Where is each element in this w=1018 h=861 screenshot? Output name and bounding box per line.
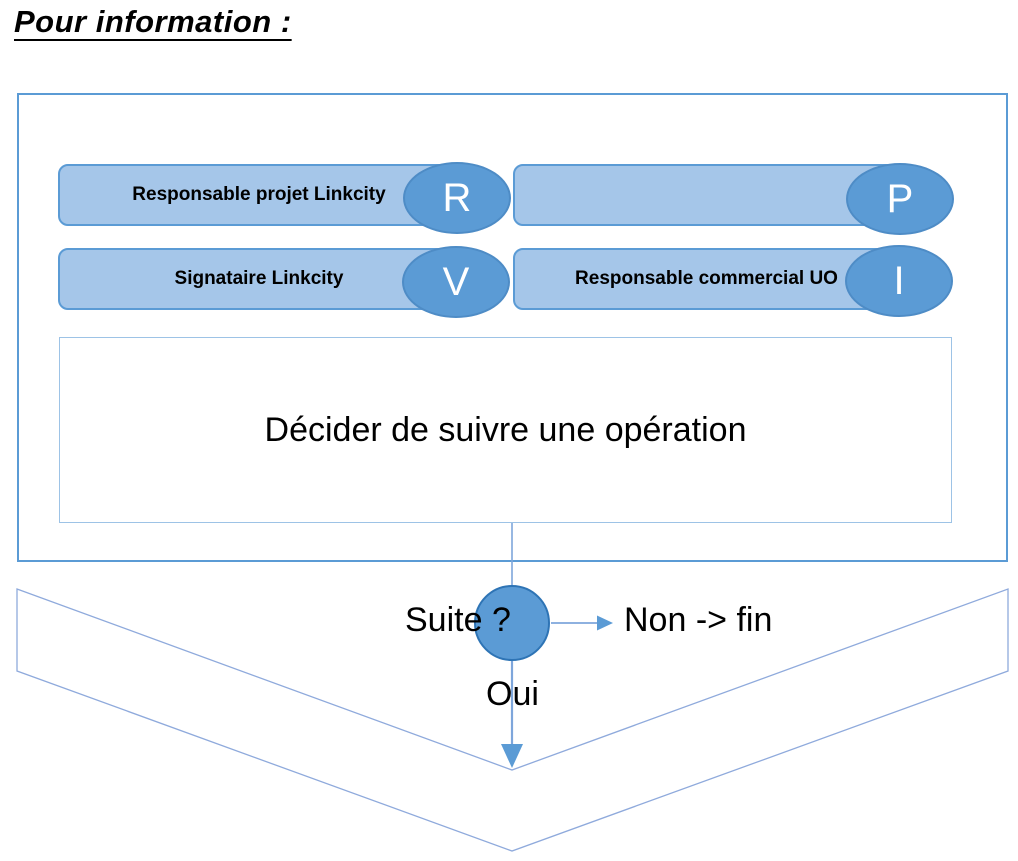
role-bar-responsable-commercial: Responsable commercial UO — [513, 248, 900, 310]
raci-badge-letter: V — [442, 260, 470, 304]
raci-badge-p: P — [846, 163, 954, 235]
role-bar-label: Responsable projet Linkcity — [132, 184, 386, 205]
arrow-down-icon — [501, 744, 523, 768]
page-title: Pour information : — [14, 4, 292, 39]
raci-badge-letter: R — [442, 176, 472, 220]
raci-badge-i: I — [845, 245, 953, 317]
task-box: Décider de suivre une opération — [59, 337, 952, 523]
raci-badge-r: R — [403, 162, 511, 234]
no-branch-arrow — [551, 615, 613, 631]
raci-badge-letter: P — [886, 177, 914, 221]
yes-branch-label: Oui — [486, 675, 539, 713]
role-bar-label: Responsable commercial UO — [575, 268, 838, 289]
role-bar-label: Signataire Linkcity — [174, 268, 344, 289]
role-bar-empty — [513, 164, 900, 226]
no-branch-label: Non -> fin — [624, 601, 773, 639]
decision-question-label: Suite ? — [405, 601, 511, 639]
raci-badge-v: V — [402, 246, 510, 318]
role-bar-responsable-projet: Responsable projet Linkcity — [58, 164, 460, 226]
raci-badge-letter: I — [893, 259, 905, 303]
arrow-right-icon — [597, 615, 613, 631]
role-bar-signataire: Signataire Linkcity — [58, 248, 460, 310]
task-label: Décider de suivre une opération — [264, 410, 747, 449]
